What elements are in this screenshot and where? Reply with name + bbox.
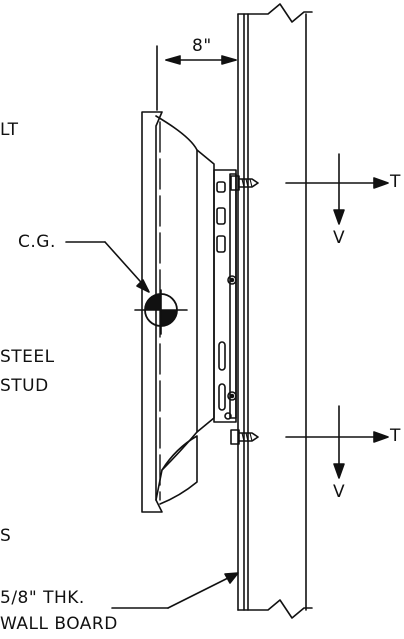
force-arrow-lower (285, 405, 389, 479)
dimension-8-inch (156, 45, 237, 111)
wall-board (237, 13, 245, 611)
screw-lower-icon (230, 429, 259, 445)
break-line-top (237, 3, 313, 23)
leader-cg (65, 241, 150, 293)
mounting-bracket (213, 169, 237, 423)
cg-label: C.G. (18, 232, 56, 252)
force-label-t-upper: T (390, 172, 401, 192)
steel-stud-label-line2: STUD (0, 376, 49, 396)
force-label-v-lower: V (333, 482, 346, 502)
force-label-v-upper: V (333, 228, 346, 248)
leader-wall-board (111, 572, 239, 609)
steel-stud-label-line1: STEEL (0, 347, 55, 367)
steel-stud (237, 3, 313, 619)
center-of-gravity-icon (134, 289, 188, 335)
fixture-body (141, 111, 215, 513)
force-label-t-lower: T (390, 426, 401, 446)
dimension-label: 8" (192, 36, 212, 56)
force-arrow-upper (285, 153, 389, 225)
break-line-bottom (237, 599, 313, 619)
wall-board-label-line2: WALL BOARD (0, 614, 118, 634)
fragment-label-s: S (0, 526, 12, 546)
wall-board-label-line1: 5/8" THK. (0, 588, 85, 608)
screw-upper-icon (230, 175, 259, 191)
fragment-label-lt: LT (0, 120, 19, 140)
